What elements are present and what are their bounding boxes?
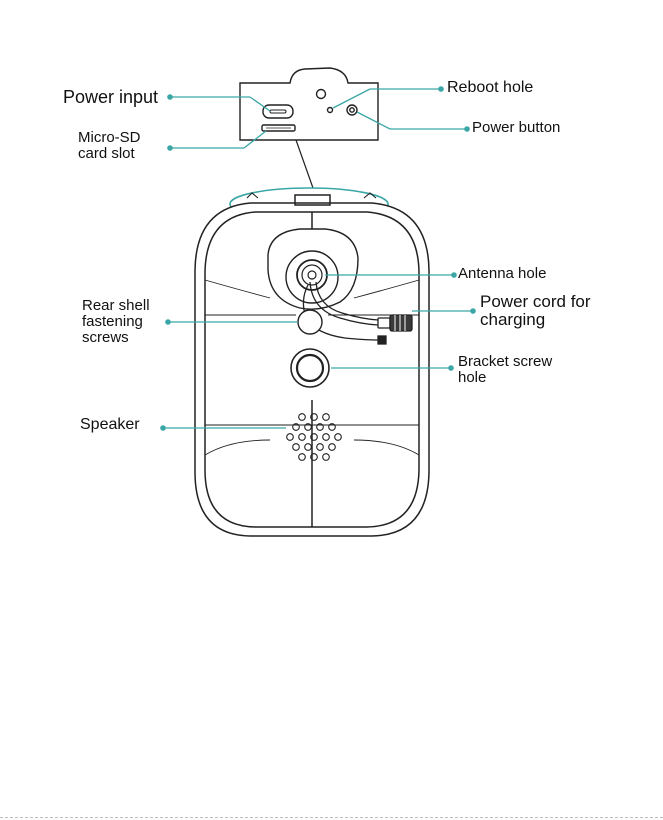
label-bracket-line2: hole [458, 370, 552, 386]
label-micro-sd-line2: card slot [78, 146, 141, 162]
label-rear-shell-line1: Rear shell [82, 298, 150, 314]
label-micro-sd-line1: Micro-SD [78, 130, 141, 146]
view-connector [296, 140, 313, 188]
label-power-input: Power input [63, 88, 158, 107]
label-bracket-line1: Bracket screw [458, 354, 552, 370]
label-power-button: Power button [472, 120, 560, 136]
page-bottom-rule [0, 817, 663, 818]
label-reboot-hole: Reboot hole [447, 80, 533, 97]
label-micro-sd: Micro-SD card slot [78, 130, 141, 162]
label-bracket-screw-hole: Bracket screw hole [458, 354, 552, 386]
label-speaker: Speaker [80, 417, 140, 434]
label-power-cord-line2: charging [480, 311, 591, 329]
rear-shell-screw [298, 310, 322, 334]
label-power-cord-line1: Power cord for [480, 293, 591, 311]
label-rear-shell-line3: screws [82, 330, 150, 346]
label-power-cord: Power cord for charging [480, 293, 591, 329]
label-rear-shell-line2: fastening [82, 314, 150, 330]
label-antenna-hole: Antenna hole [458, 266, 546, 282]
cord-connector [390, 315, 412, 331]
label-rear-shell-screws: Rear shell fastening screws [82, 298, 150, 345]
